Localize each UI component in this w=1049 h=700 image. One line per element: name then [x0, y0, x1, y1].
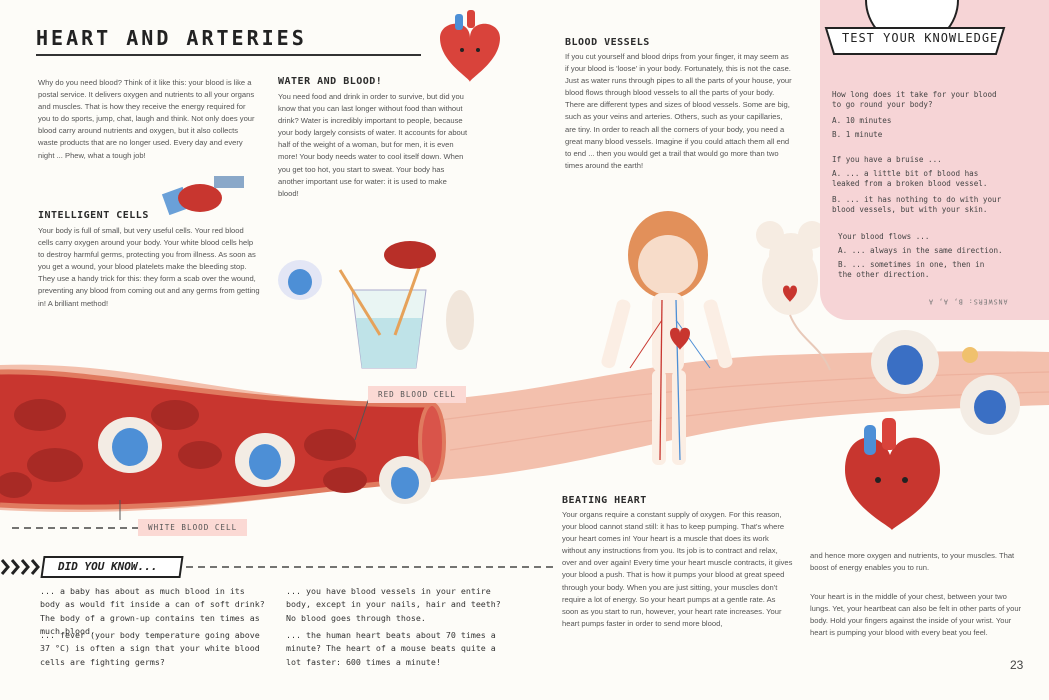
red-blood-cell [0, 472, 32, 498]
quiz-badge-outline [824, 0, 1006, 55]
fact-1: ... a baby has about as much blood in it… [40, 586, 265, 636]
red-blood-cell [178, 441, 222, 469]
heart-paragraph-1: Your organs require a constant supply of… [562, 510, 793, 628]
quiz-q3-option-a: A. ... always in the same direction. [838, 246, 1003, 255]
cartoon-mouse [756, 221, 831, 371]
page-title: HEART AND ARTERIES [36, 26, 307, 50]
vessels-paragraph: If you cut yourself and blood drips from… [565, 52, 792, 170]
girl-circulatory [601, 211, 733, 465]
fact-4: ... the human heart beats about 70 times… [286, 630, 496, 667]
fact-3: ... you have blood vessels in your entir… [286, 586, 501, 623]
red-blood-cell-label: RED BLOOD CELL [368, 386, 467, 403]
heart-heading: BEATING HEART [562, 495, 647, 506]
water-glass [278, 241, 474, 369]
cells-paragraph: Your body is full of small, but very use… [38, 226, 260, 308]
cartoon-heart-large [845, 418, 940, 530]
fact-2: ... fever (your body temperature going a… [40, 630, 260, 667]
water-paragraph: You need food and drink in order to surv… [278, 92, 468, 198]
did-you-know-title: DID YOU KNOW... [58, 560, 158, 573]
water-heading: WATER AND BLOOD! [278, 76, 383, 87]
quiz-q1-option-b: B. 1 minute [832, 130, 883, 139]
heart-paragraph-2: and hence more oxygen and nutrients, to … [810, 551, 1015, 573]
heart-paragraph-3: Your heart is in the middle of your ches… [810, 592, 1022, 638]
reading-cells [161, 176, 244, 216]
cells-heading: INTELLIGENT CELLS [38, 210, 149, 221]
cartoon-heart-small [440, 10, 500, 82]
red-blood-cell [27, 448, 83, 482]
quiz-q2-option-b: B. ... it has nothing to do with your bl… [832, 195, 1002, 215]
page-number: 23 [1010, 658, 1024, 672]
red-blood-cell [323, 467, 367, 493]
quiz-question-2: If you have a bruise ... [832, 155, 942, 164]
red-blood-cell [151, 400, 199, 430]
quiz-q1-option-a: A. 10 minutes [832, 116, 892, 125]
dyk-decoration [0, 559, 40, 575]
vessel-interior [0, 371, 430, 508]
red-blood-cell [304, 429, 356, 461]
quiz-answers: ANSWERS: B, A, A [928, 297, 1008, 306]
quiz-q2-option-a: A. ... a little bit of blood has leaked … [832, 169, 988, 189]
red-blood-cell [14, 399, 66, 431]
vessels-heading: BLOOD VESSELS [565, 37, 650, 48]
quiz-question-1: How long does it take for your blood to … [832, 90, 997, 110]
intro-paragraph: Why do you need blood? Think of it like … [38, 78, 255, 160]
quiz-title: TEST YOUR KNOWLEDGE [842, 31, 999, 45]
quiz-q3-option-b: B. ... sometimes in one, then in the oth… [838, 260, 985, 280]
title-underline [36, 54, 421, 56]
quiz-question-3: Your blood flows ... [838, 232, 930, 241]
white-blood-cell-label: WHITE BLOOD CELL [138, 519, 248, 536]
